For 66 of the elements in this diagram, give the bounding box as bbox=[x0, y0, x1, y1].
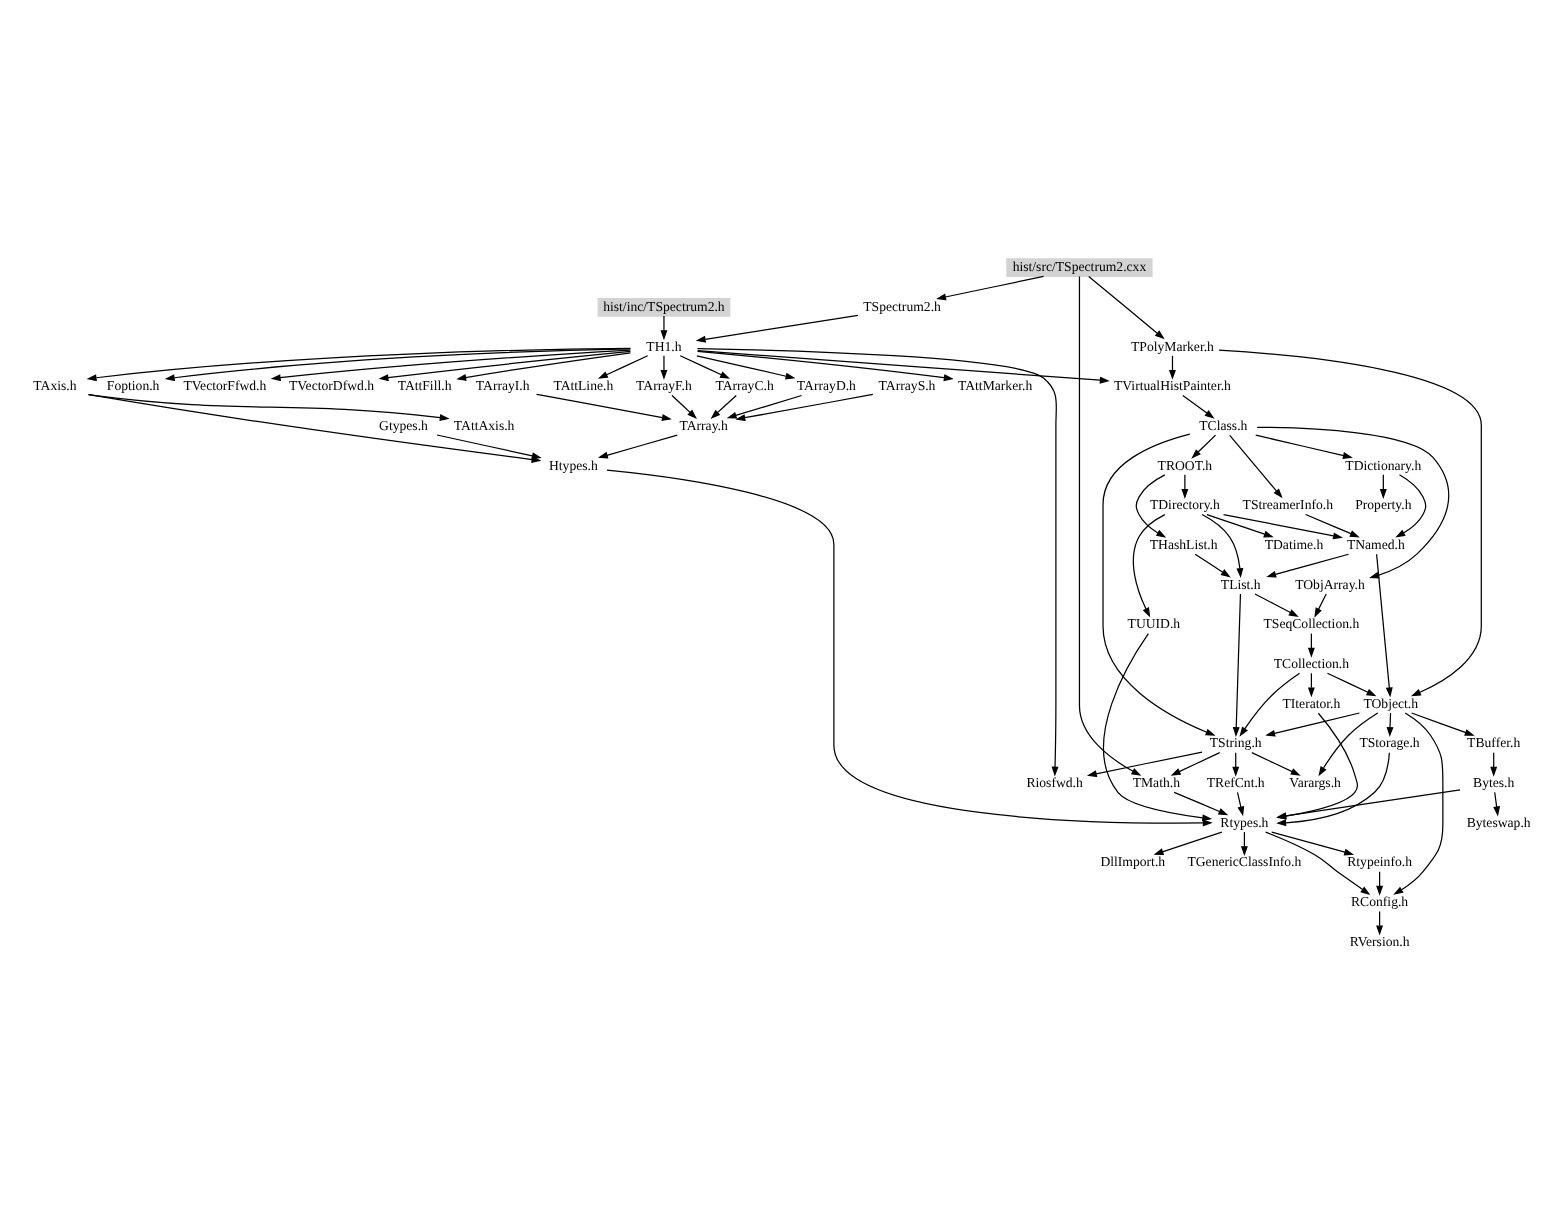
arrow bbox=[86, 346, 631, 381]
arrow bbox=[1239, 671, 1301, 736]
arrow bbox=[1191, 433, 1217, 458]
arrow bbox=[695, 313, 859, 342]
arrow bbox=[1276, 711, 1359, 819]
arrow bbox=[660, 314, 668, 340]
arrow bbox=[696, 349, 954, 381]
arrow bbox=[1251, 751, 1301, 775]
arrow bbox=[456, 351, 632, 380]
arrow bbox=[1078, 274, 1142, 775]
arrow bbox=[936, 274, 1045, 300]
arrow bbox=[1170, 751, 1221, 775]
arrow bbox=[1236, 790, 1245, 816]
arrow bbox=[1181, 473, 1189, 498]
arrow bbox=[1229, 433, 1283, 498]
arrow bbox=[1256, 425, 1450, 578]
arrow bbox=[1153, 830, 1223, 854]
arrow bbox=[1255, 433, 1353, 458]
arrow bbox=[1086, 750, 1203, 777]
arrow bbox=[1266, 552, 1350, 577]
arrow bbox=[1276, 751, 1390, 826]
arrow bbox=[1206, 512, 1274, 537]
arrow bbox=[671, 393, 697, 418]
arrow bbox=[1173, 790, 1229, 815]
arrow bbox=[1222, 512, 1343, 539]
arrow bbox=[1182, 393, 1215, 418]
arrow bbox=[597, 354, 649, 378]
arrow bbox=[1318, 711, 1379, 776]
arrow bbox=[436, 433, 542, 459]
arrow bbox=[164, 347, 631, 381]
arrow bbox=[1132, 512, 1166, 617]
arrow bbox=[1232, 592, 1242, 737]
arrow bbox=[1102, 432, 1216, 735]
arrow bbox=[1326, 671, 1377, 696]
arrow bbox=[696, 347, 1059, 776]
arrow bbox=[597, 433, 678, 458]
arrow bbox=[1194, 552, 1231, 577]
arrow bbox=[660, 354, 668, 379]
arrow bbox=[697, 349, 1110, 383]
arrow bbox=[1102, 632, 1213, 821]
arrow bbox=[1201, 512, 1244, 578]
arrow bbox=[726, 393, 803, 418]
arrow bbox=[1088, 274, 1165, 339]
arrow bbox=[696, 354, 796, 379]
arrow bbox=[378, 349, 632, 381]
arrow bbox=[1376, 552, 1393, 697]
arrow bbox=[1305, 512, 1360, 537]
arrow bbox=[1393, 711, 1444, 894]
arrow bbox=[1314, 592, 1327, 617]
arrow bbox=[1395, 473, 1427, 537]
arrow bbox=[1271, 830, 1355, 855]
arrow bbox=[1218, 348, 1482, 696]
arrow bbox=[270, 348, 631, 381]
arrow bbox=[735, 392, 874, 421]
arrow bbox=[1276, 788, 1461, 819]
arrow bbox=[1135, 473, 1167, 537]
arrow bbox=[535, 392, 672, 420]
arrow bbox=[1493, 790, 1501, 816]
arrow bbox=[710, 393, 737, 418]
arrow bbox=[1265, 830, 1371, 894]
arrow bbox=[1386, 711, 1394, 737]
arrow bbox=[1265, 711, 1360, 736]
arrow bbox=[1411, 711, 1475, 735]
arrow bbox=[1254, 592, 1299, 616]
arrow bbox=[679, 354, 730, 378]
arrow bbox=[606, 468, 1213, 826]
